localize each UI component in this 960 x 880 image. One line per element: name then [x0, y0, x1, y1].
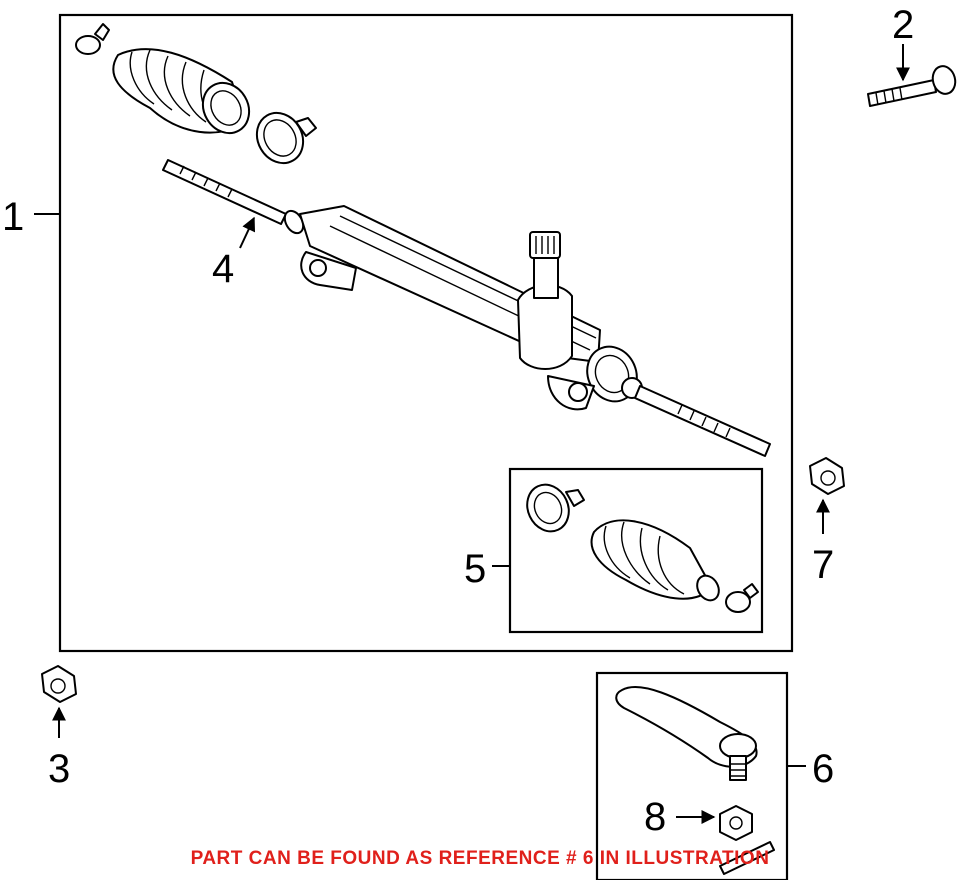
svg-text:3: 3: [48, 747, 70, 791]
callout-1[interactable]: 1: [2, 195, 60, 239]
nut-3[interactable]: [41, 665, 77, 703]
boot-kit-frame: [508, 467, 764, 634]
kit-large-clamp: [526, 483, 585, 533]
svg-text:2: 2: [892, 3, 914, 47]
svg-text:1: 1: [2, 195, 24, 239]
callout-7[interactable]: 7: [812, 498, 834, 587]
callout-4[interactable]: 4: [212, 216, 256, 291]
svg-text:8: 8: [644, 795, 666, 839]
kit-small-clamp: [725, 583, 759, 613]
bolt[interactable]: [867, 64, 958, 107]
steering-rack-housing[interactable]: [299, 205, 646, 411]
inner-boot[interactable]: [75, 23, 317, 172]
svg-text:6: 6: [812, 747, 834, 791]
callout-8[interactable]: 8: [644, 795, 716, 839]
rack-end-housing: [547, 345, 643, 411]
tie-rod-end-frame: [595, 671, 789, 880]
inner-tie-rod[interactable]: [162, 159, 307, 236]
callout-3[interactable]: 3: [48, 706, 70, 791]
rack-rod-right: [634, 385, 771, 457]
pinion-valve: [517, 231, 573, 370]
small-clamp: [75, 23, 110, 55]
callout-2[interactable]: 2: [892, 3, 914, 82]
cotter-pin: [719, 841, 775, 875]
nut-8[interactable]: [719, 805, 753, 841]
svg-text:4: 4: [212, 247, 234, 291]
outer-tie-rod-end[interactable]: [615, 686, 758, 781]
large-clamp: [255, 111, 317, 165]
svg-text:7: 7: [812, 543, 834, 587]
assembly-frame: [58, 13, 794, 653]
boot-kit[interactable]: [520, 478, 759, 613]
nut-7[interactable]: [809, 457, 845, 495]
svg-text:5: 5: [464, 547, 486, 591]
callout-6[interactable]: 6: [787, 747, 834, 791]
callout-5[interactable]: 5: [464, 547, 510, 591]
reference-note: PART CAN BE FOUND AS REFERENCE # 6 IN IL…: [190, 848, 770, 869]
